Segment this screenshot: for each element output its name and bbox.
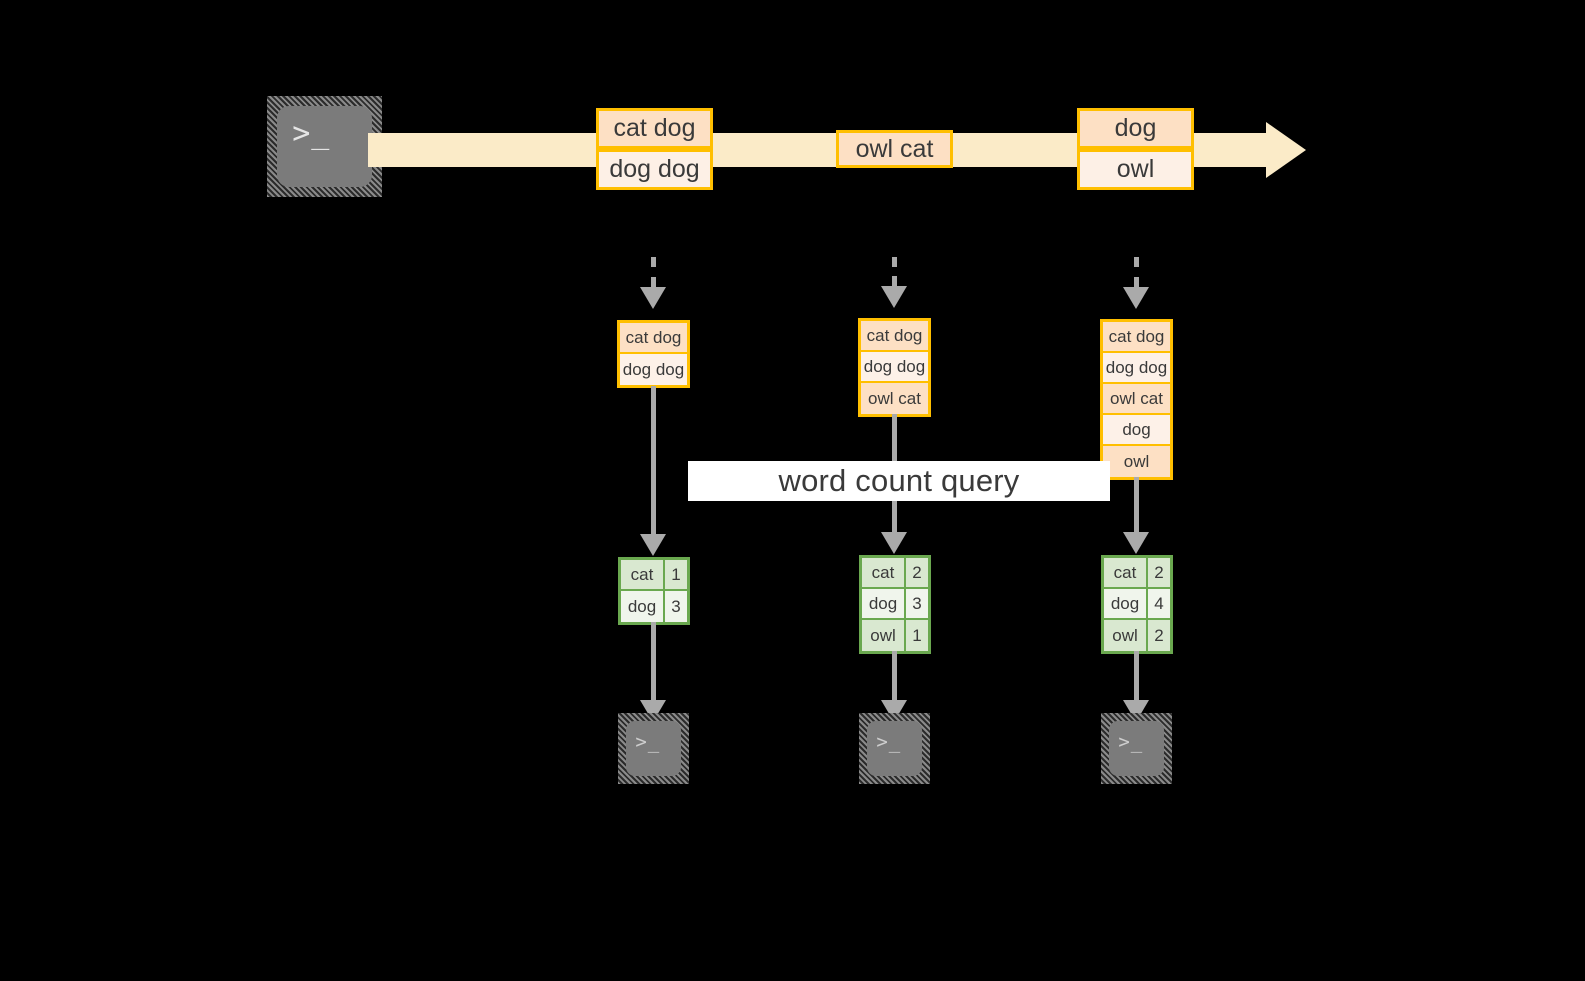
query-label-band: word count query bbox=[688, 461, 1110, 501]
source-terminal-icon: >_ bbox=[267, 96, 382, 197]
state-row: owl bbox=[1103, 446, 1170, 477]
state-to-result-arrow-1 bbox=[651, 386, 656, 534]
result-key: owl bbox=[862, 620, 906, 651]
state-row: dog dog bbox=[620, 354, 687, 385]
query-label: word count query bbox=[778, 463, 1020, 498]
result-value: 2 bbox=[1148, 558, 1170, 587]
stream-to-state-arrow-3 bbox=[1134, 257, 1139, 287]
stream-to-state-arrow-1 bbox=[651, 257, 656, 287]
stream-to-state-arrowhead-1 bbox=[640, 287, 666, 309]
table-row: cat 2 bbox=[862, 558, 928, 589]
result-key: cat bbox=[621, 560, 665, 589]
terminal-body: >_ bbox=[626, 721, 681, 776]
state-row: dog bbox=[1103, 415, 1170, 446]
result-value: 2 bbox=[1148, 620, 1170, 651]
terminal-prompt-glyph: >_ bbox=[876, 731, 902, 754]
state-row: dog dog bbox=[1103, 353, 1170, 384]
state-row: owl cat bbox=[1103, 384, 1170, 415]
state-row: cat dog bbox=[620, 323, 687, 354]
result-table-1: cat 1 dog 3 bbox=[618, 557, 690, 625]
result-table-3: cat 2 dog 4 owl 2 bbox=[1101, 555, 1173, 654]
terminal-body: >_ bbox=[867, 721, 922, 776]
state-to-result-arrowhead-1 bbox=[640, 534, 666, 556]
stream-event-dog-dog: dog dog bbox=[596, 149, 713, 190]
stream-event-label: dog bbox=[1114, 114, 1157, 142]
state-row: owl cat bbox=[861, 383, 928, 414]
table-row: owl 1 bbox=[862, 620, 928, 651]
stream-to-state-arrowhead-3 bbox=[1123, 287, 1149, 309]
result-table-2: cat 2 dog 3 owl 1 bbox=[859, 555, 931, 654]
result-value: 2 bbox=[906, 558, 928, 587]
table-row: owl 2 bbox=[1104, 620, 1170, 651]
table-row: cat 2 bbox=[1104, 558, 1170, 589]
state-stack-3: cat dog dog dog owl cat dog owl bbox=[1100, 319, 1173, 480]
table-row: cat 1 bbox=[621, 560, 687, 591]
stream-event-label: cat dog bbox=[613, 114, 696, 142]
state-row: dog dog bbox=[861, 352, 928, 383]
stream-to-state-arrowhead-2 bbox=[881, 286, 907, 308]
stream-event-label: owl cat bbox=[855, 134, 934, 163]
sink-terminal-icon-3: >_ bbox=[1101, 713, 1172, 784]
result-key: dog bbox=[1104, 589, 1148, 618]
result-value: 1 bbox=[665, 560, 687, 589]
stream-event-owl-cat: owl cat bbox=[836, 130, 953, 168]
stream-event-label: dog dog bbox=[609, 155, 700, 183]
result-value: 1 bbox=[906, 620, 928, 651]
terminal-body: >_ bbox=[277, 106, 372, 187]
result-key: dog bbox=[621, 591, 665, 622]
stream-event-dog: dog bbox=[1077, 108, 1194, 149]
result-key: owl bbox=[1104, 620, 1148, 651]
stream-event-label: owl bbox=[1116, 155, 1155, 183]
stream-to-state-arrow-2 bbox=[892, 257, 897, 286]
terminal-prompt-glyph: >_ bbox=[1118, 731, 1144, 754]
stream-event-owl: owl bbox=[1077, 149, 1194, 190]
result-to-sink-arrow-2 bbox=[892, 651, 897, 700]
result-value: 3 bbox=[665, 591, 687, 622]
result-key: cat bbox=[1104, 558, 1148, 587]
table-row: dog 3 bbox=[621, 591, 687, 622]
terminal-prompt-glyph: >_ bbox=[635, 731, 661, 754]
result-to-sink-arrow-3 bbox=[1134, 651, 1139, 700]
result-key: dog bbox=[862, 589, 906, 618]
result-value: 4 bbox=[1148, 589, 1170, 618]
result-to-sink-arrow-1 bbox=[651, 622, 656, 700]
state-to-result-arrowhead-2 bbox=[881, 532, 907, 554]
table-row: dog 4 bbox=[1104, 589, 1170, 620]
sink-terminal-icon-1: >_ bbox=[618, 713, 689, 784]
result-value: 3 bbox=[906, 589, 928, 618]
terminal-body: >_ bbox=[1109, 721, 1164, 776]
terminal-prompt-glyph: >_ bbox=[292, 115, 331, 151]
event-stream-arrowhead bbox=[1266, 122, 1306, 178]
table-row: dog 3 bbox=[862, 589, 928, 620]
state-stack-2: cat dog dog dog owl cat bbox=[858, 318, 931, 417]
sink-terminal-icon-2: >_ bbox=[859, 713, 930, 784]
state-to-result-arrow-3 bbox=[1134, 477, 1139, 532]
state-to-result-arrowhead-3 bbox=[1123, 532, 1149, 554]
state-row: cat dog bbox=[861, 321, 928, 352]
result-key: cat bbox=[862, 558, 906, 587]
state-stack-1: cat dog dog dog bbox=[617, 320, 690, 388]
stream-event-cat-dog: cat dog bbox=[596, 108, 713, 149]
state-row: cat dog bbox=[1103, 322, 1170, 353]
